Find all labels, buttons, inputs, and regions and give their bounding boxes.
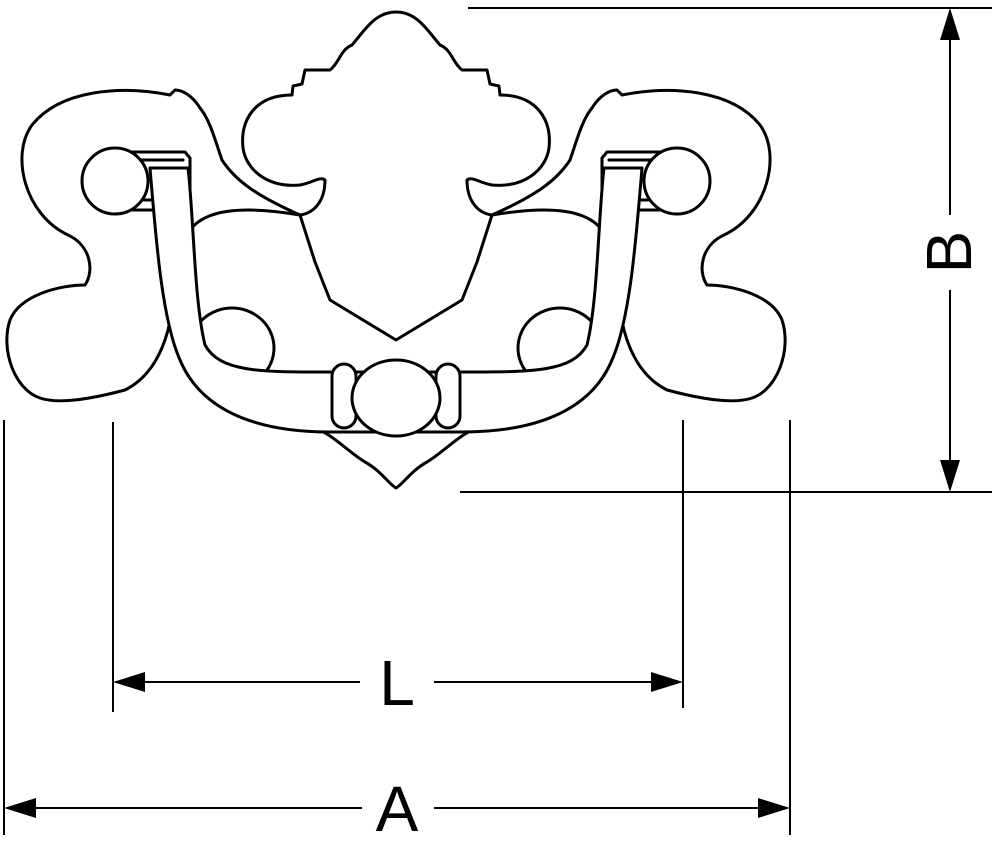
bail-handle xyxy=(80,146,712,438)
left-knob xyxy=(80,146,150,216)
backplate-center-crest xyxy=(241,10,551,342)
dimension-lines: L A B xyxy=(3,7,992,845)
dimension-b-label: B xyxy=(913,231,985,274)
dimension-a-label: A xyxy=(376,773,419,845)
dimension-a-arrow-left xyxy=(4,798,36,818)
dimension-b-arrow-bottom xyxy=(940,460,960,492)
dimension-a-arrow-right xyxy=(758,798,790,818)
backplate-left-wing xyxy=(5,88,302,403)
backplate-right-wing xyxy=(490,88,787,403)
center-grip-barrel xyxy=(350,358,442,438)
dimension-b-arrow-top xyxy=(940,8,960,40)
dimension-l-label: L xyxy=(379,647,415,719)
dimension-l-arrow-left xyxy=(113,672,145,692)
right-knob xyxy=(642,146,712,216)
dimension-l-arrow-right xyxy=(651,672,683,692)
